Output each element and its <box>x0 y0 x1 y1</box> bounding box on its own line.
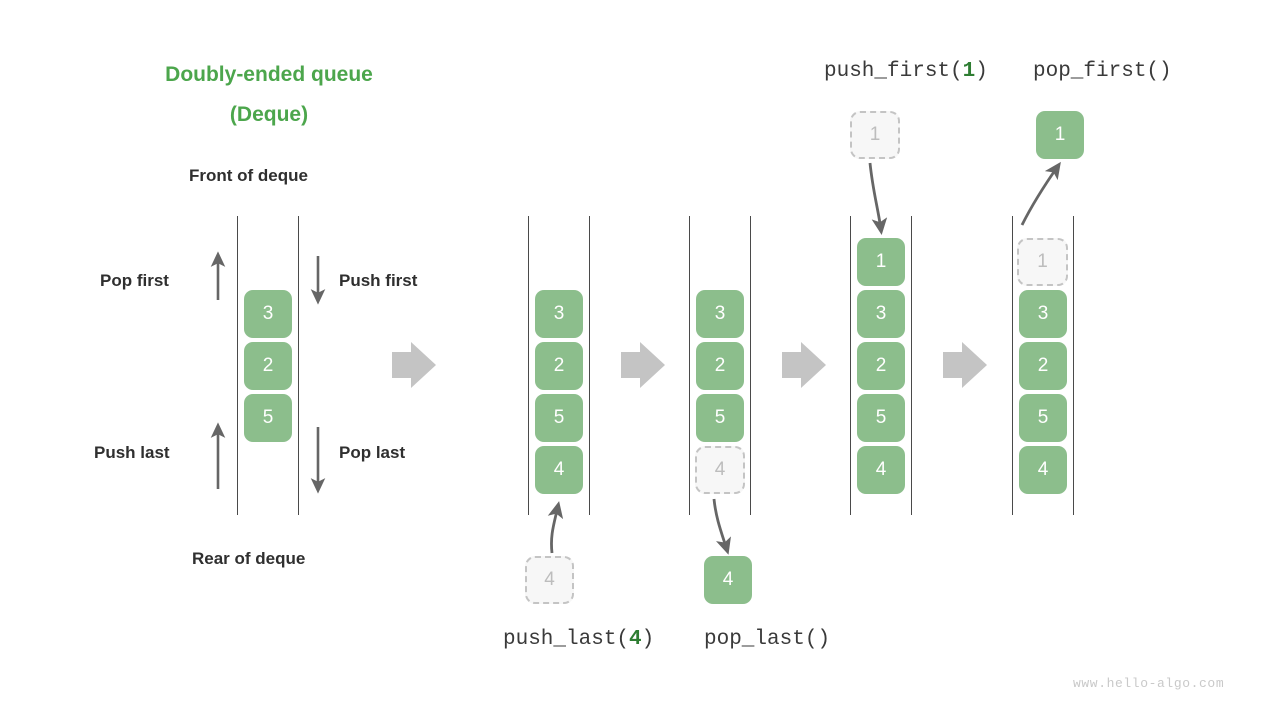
op-pop-last-name: pop_last <box>704 628 805 651</box>
op-pop-last-open: ( <box>804 628 818 651</box>
push-last-label: Push last <box>94 443 170 462</box>
op-push-last-name: push_last <box>503 628 617 651</box>
deque-cell: 2 <box>696 342 744 390</box>
incoming-element-ghost: 4 <box>525 556 574 604</box>
op-push-first-arg: 1 <box>962 60 976 83</box>
deque-cell: 3 <box>1019 290 1067 338</box>
push-first-label: Push first <box>339 271 418 290</box>
push-first-flow-arrow-icon <box>868 162 888 235</box>
deque-cell: 3 <box>244 290 292 338</box>
transition-arrow-icon <box>392 342 436 388</box>
deque-cell: 2 <box>535 342 583 390</box>
pop-first-label: Pop first <box>100 271 169 290</box>
op-label-pop-first: pop_first() <box>1033 60 1172 83</box>
rail-right-stage-4 <box>1073 216 1074 515</box>
op-label-push-first: push_first(1) <box>824 60 988 83</box>
deque-cell-removed-ghost: 1 <box>1017 238 1068 286</box>
op-label-push-last: push_last(4) <box>503 628 654 651</box>
op-pop-first-name: pop_first <box>1033 60 1147 83</box>
rail-right-stage-0 <box>298 216 299 515</box>
op-push-first-open: ( <box>950 60 963 83</box>
rail-left-stage-0 <box>237 216 238 515</box>
op-push-last-arg: 4 <box>629 628 642 651</box>
deque-cell: 4 <box>857 446 905 494</box>
popped-element: 4 <box>704 556 752 604</box>
rail-right-stage-1 <box>589 216 590 515</box>
deque-cell: 4 <box>535 446 583 494</box>
front-of-deque-label: Front of deque <box>189 166 308 185</box>
op-pop-first-open: ( <box>1146 60 1160 83</box>
transition-arrow-icon <box>782 342 826 388</box>
deque-cell: 5 <box>244 394 292 442</box>
site-watermark: www.hello-algo.com <box>1073 676 1225 691</box>
rail-left-stage-4 <box>1012 216 1013 515</box>
deque-cell-removed-ghost: 4 <box>695 446 745 494</box>
deque-cell: 1 <box>857 238 905 286</box>
incoming-element-ghost: 1 <box>850 111 900 159</box>
op-push-last-close: ) <box>641 628 655 651</box>
deque-cell: 4 <box>1019 446 1067 494</box>
rail-right-stage-3 <box>911 216 912 515</box>
rail-left-stage-1 <box>528 216 529 515</box>
deque-cell: 2 <box>244 342 292 390</box>
pop-last-flow-arrow-icon <box>712 498 731 555</box>
popped-element: 1 <box>1036 111 1084 159</box>
deque-cell: 5 <box>696 394 744 442</box>
page-title-line1: Doubly-ended queue <box>165 63 373 86</box>
deque-cell: 3 <box>696 290 744 338</box>
rail-left-stage-2 <box>689 216 690 515</box>
pop-last-label: Pop last <box>339 443 406 462</box>
op-pop-last-close: ) <box>817 628 831 651</box>
push-last-flow-arrow-icon <box>547 501 564 554</box>
op-label-pop-last: pop_last() <box>704 628 830 651</box>
op-push-last-open: ( <box>616 628 630 651</box>
deque-cell: 3 <box>857 290 905 338</box>
op-push-first-close: ) <box>975 60 988 83</box>
rear-of-deque-label: Rear of deque <box>192 549 306 568</box>
deque-cell: 5 <box>857 394 905 442</box>
deque-cell: 2 <box>857 342 905 390</box>
op-pop-first-close: ) <box>1159 60 1172 83</box>
pop-first-flow-arrow-icon <box>1020 161 1061 226</box>
deque-cell: 2 <box>1019 342 1067 390</box>
page-title-line2: (Deque) <box>229 103 309 126</box>
rail-left-stage-3 <box>850 216 851 515</box>
deque-cell: 5 <box>535 394 583 442</box>
transition-arrow-icon <box>621 342 665 388</box>
rail-right-stage-2 <box>750 216 751 515</box>
deque-cell: 3 <box>535 290 583 338</box>
transition-arrow-icon <box>943 342 987 388</box>
deque-cell: 5 <box>1019 394 1067 442</box>
op-push-first-name: push_first <box>824 60 951 83</box>
